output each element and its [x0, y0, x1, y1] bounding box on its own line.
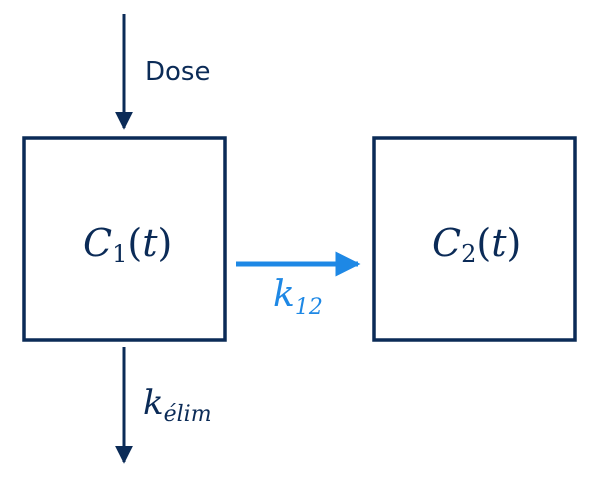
- compartment-1-box: [22, 136, 227, 342]
- dose-label: Dose: [145, 57, 210, 87]
- elimination-rate-label: kélim: [143, 383, 212, 427]
- compartment-2-box: [372, 136, 577, 342]
- compartment-2-label: C2(t): [432, 221, 521, 268]
- transfer-rate-label: k12: [273, 274, 323, 320]
- compartment-1-label: C1(t): [83, 221, 172, 268]
